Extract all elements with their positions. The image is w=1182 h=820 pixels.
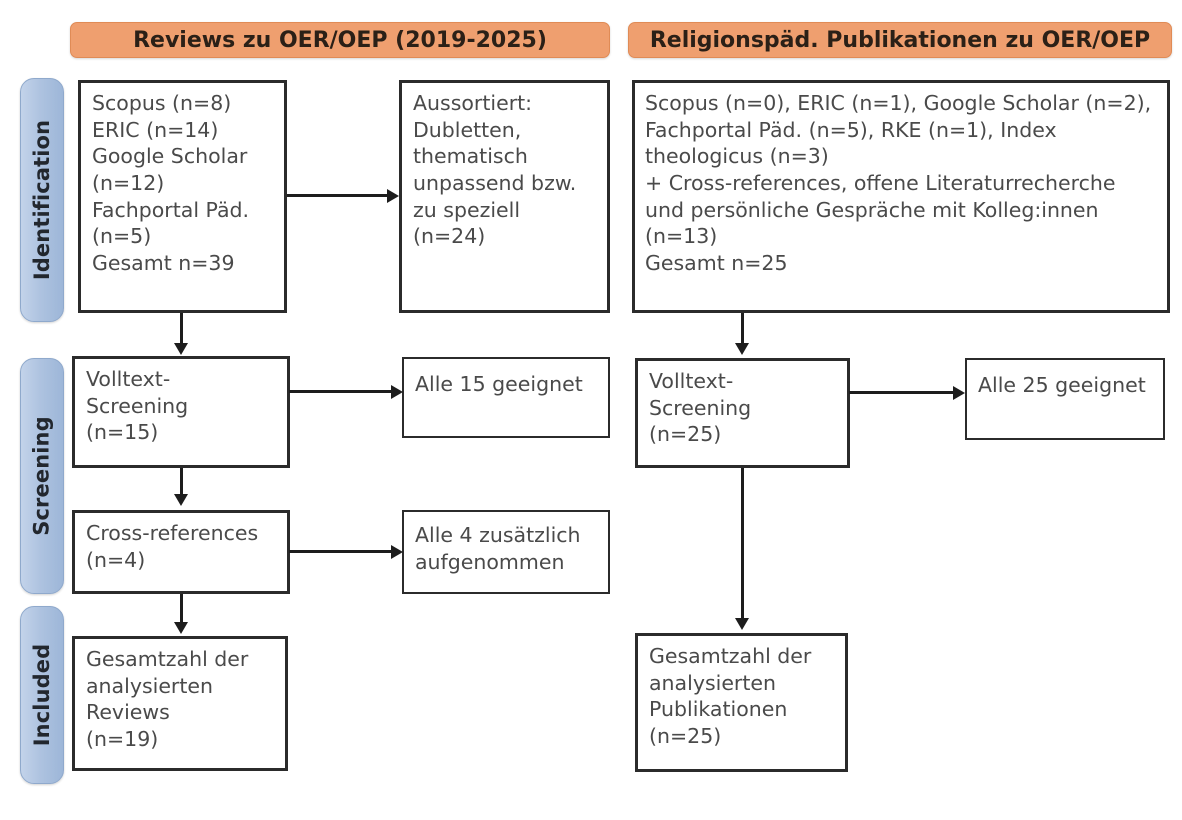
connector-right-sources-to-screening — [741, 313, 744, 345]
phase-pill-included-label: Included — [30, 643, 54, 747]
column-banner-reviews: Reviews zu OER/OEP (2019-2025) — [70, 22, 610, 58]
box-left-identification-excluded: Aussortiert: Dubletten, thematisch unpas… — [399, 80, 610, 313]
arrowhead-left-sources-to-screening — [174, 343, 188, 355]
arrowhead-left-crossrefs-to-included — [174, 622, 188, 634]
box-right-fulltext-screening: Volltext- Screening (n=25) — [635, 358, 850, 468]
arrowhead-left-crossrefs-to-result — [391, 545, 403, 559]
box-left-crossrefs-result: Alle 4 zusätzlich aufgenommen — [402, 510, 610, 594]
connector-right-fulltext-to-included — [741, 468, 744, 620]
connector-left-sources-to-excluded — [287, 194, 387, 197]
arrowhead-right-sources-to-screening — [735, 343, 749, 355]
phase-pill-identification-label: Identification — [30, 119, 54, 281]
phase-pill-identification: Identification — [20, 78, 64, 322]
arrowhead-left-fulltext-to-crossrefs — [174, 494, 188, 506]
connector-left-fulltext-to-crossrefs — [180, 468, 183, 496]
box-right-fulltext-screening-result: Alle 25 geeignet — [965, 358, 1165, 440]
box-left-fulltext-screening: Volltext- Screening (n=15) — [72, 356, 290, 468]
connector-left-crossrefs-to-included — [180, 594, 183, 624]
box-right-identification-sources: Scopus (n=0), ERIC (n=1), Google Scholar… — [632, 80, 1170, 313]
arrowhead-right-fulltext-to-result — [953, 386, 965, 400]
connector-right-fulltext-to-result — [849, 391, 953, 394]
arrowhead-left-sources-to-excluded — [387, 189, 399, 203]
box-left-identification-sources: Scopus (n=8) ERIC (n=14) Google Scholar … — [78, 80, 287, 313]
arrowhead-left-fulltext-to-result — [391, 385, 403, 399]
connector-left-sources-to-screening — [180, 313, 183, 345]
box-left-fulltext-screening-result: Alle 15 geeignet — [402, 357, 610, 438]
box-right-included-total: Gesamtzahl der analysierten Publikatione… — [635, 633, 848, 772]
column-banner-religionspaed-publikationen: Religionspäd. Publikationen zu OER/OEP — [628, 22, 1172, 58]
connector-left-crossrefs-to-result — [289, 550, 391, 553]
box-left-included-total: Gesamtzahl der analysierten Reviews (n=1… — [72, 636, 288, 771]
phase-pill-screening: Screening — [20, 358, 64, 594]
phase-pill-included: Included — [20, 606, 64, 784]
arrowhead-right-fulltext-to-included — [735, 618, 749, 630]
connector-left-fulltext-to-result — [289, 390, 391, 393]
box-left-crossrefs: Cross-references (n=4) — [72, 510, 290, 594]
phase-pill-screening-label: Screening — [30, 416, 55, 536]
